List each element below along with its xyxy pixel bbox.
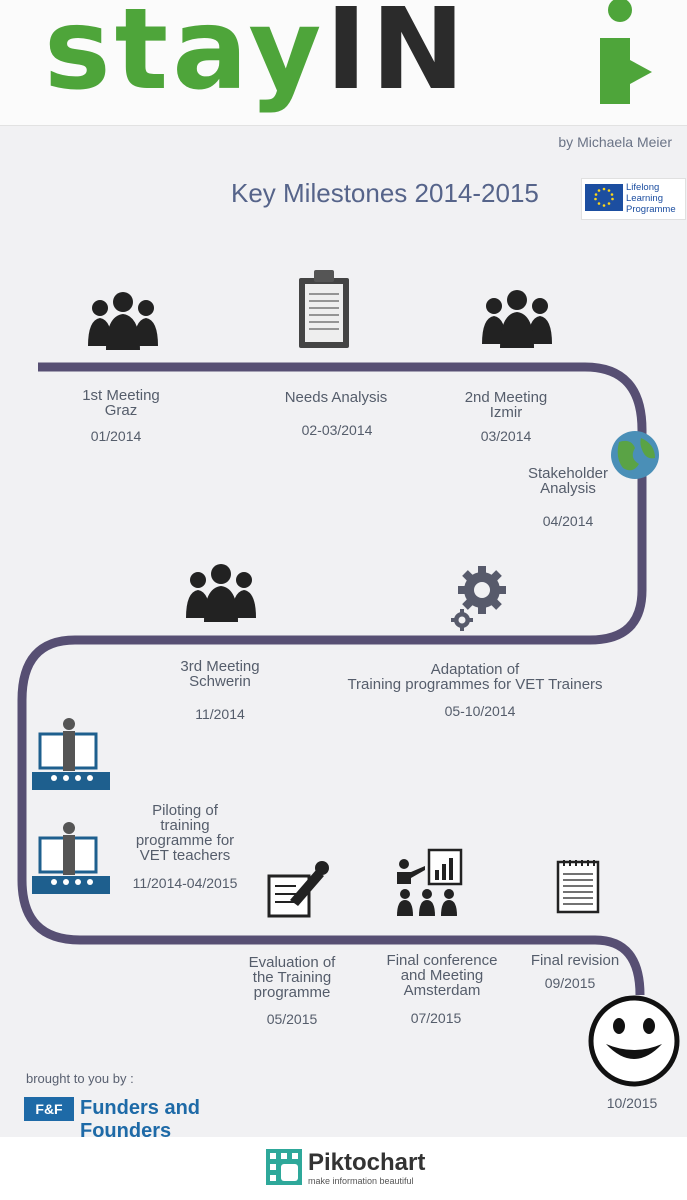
timeline-path bbox=[17, 362, 647, 996]
milestone-date: 10/2015 bbox=[606, 1095, 658, 1111]
fnf-name: Funders and Founders bbox=[80, 1097, 201, 1142]
group-icon bbox=[186, 564, 256, 622]
milestone-date: 02-03/2014 bbox=[301, 422, 373, 438]
presenter-icon bbox=[32, 822, 110, 894]
milestone-date: 07/2015 bbox=[410, 1010, 462, 1026]
clipboard-icon bbox=[299, 270, 349, 348]
milestone-date: 04/2014 bbox=[542, 513, 594, 529]
milestone-date: 11/2014-04/2015 bbox=[132, 875, 238, 891]
milestone-label: Final revision bbox=[530, 952, 620, 969]
milestone-date: 09/2015 bbox=[544, 975, 596, 991]
fnf-badge: F&F bbox=[24, 1097, 74, 1121]
presenter-icon bbox=[32, 718, 110, 790]
conference-icon bbox=[397, 848, 463, 916]
group-icon bbox=[482, 290, 552, 348]
eu-lifelong-learning-logo: Lifelong Learning Programme bbox=[581, 178, 686, 220]
smiley-icon bbox=[588, 995, 680, 1087]
milestone-date: 11/2014 bbox=[195, 706, 245, 722]
milestone-date: 01/2014 bbox=[90, 428, 142, 444]
piktochart-tagline: make information beautiful bbox=[308, 1176, 414, 1186]
milestone-date: 05/2015 bbox=[266, 1011, 318, 1027]
eu-flag-icon bbox=[585, 184, 623, 211]
piktochart-name[interactable]: Piktochart bbox=[308, 1149, 426, 1176]
milestone-date: 03/2014 bbox=[480, 428, 532, 444]
milestone-label: Needs Analysis bbox=[284, 389, 388, 406]
milestone-date: 05-10/2014 bbox=[444, 703, 516, 719]
notepad-icon bbox=[556, 860, 600, 914]
header-banner: stayIN bbox=[0, 0, 687, 126]
pen-note-icon bbox=[267, 861, 329, 918]
page-title: Key Milestones 2014-2015 bbox=[231, 178, 539, 208]
stayin-logo: stayIN bbox=[44, 0, 469, 115]
gears-icon bbox=[451, 566, 506, 631]
brought-by-text: brought to you by : bbox=[26, 1071, 134, 1086]
piktochart-logo-icon bbox=[266, 1149, 302, 1185]
piktochart-footer: Piktochart make information beautiful bbox=[0, 1137, 687, 1200]
globe-icon bbox=[611, 431, 659, 479]
group-icon bbox=[88, 292, 158, 350]
funders-and-founders-logo[interactable]: F&F Funders and Founders bbox=[24, 1095, 294, 1142]
info-figure-icon bbox=[600, 0, 652, 104]
author-credit: by Michaela Meier bbox=[558, 134, 672, 150]
